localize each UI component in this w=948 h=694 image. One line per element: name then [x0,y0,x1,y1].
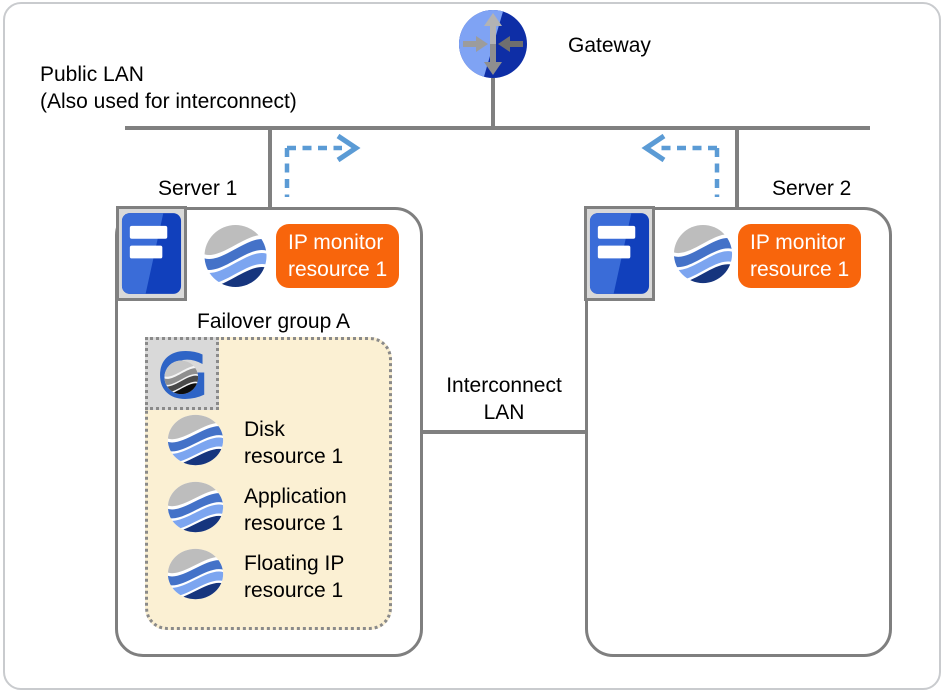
server2-ip-monitor-badge: IP monitor resource 1 [738,224,862,288]
failover-group-title: Failover group A [197,310,350,333]
wave-sphere-resource-icon [167,548,224,605]
server-tower-icon [116,206,187,301]
server2-drop-line [735,130,739,207]
gateway-label: Gateway [568,34,651,57]
resource-label-disk: Disk resource 1 [244,418,344,468]
interconnect-lan-line [423,430,585,434]
wave-sphere-resource-icon [203,224,268,293]
resource-label-application: Application resource 1 [244,485,347,535]
page-border [3,2,941,690]
interconnect-lan-label: Interconnect LAN [446,374,562,424]
gateway-drop-line [491,78,495,128]
wave-sphere-resource-icon [672,224,734,289]
public-lan-line [125,126,870,130]
dashed-arrow-right-icon [270,133,370,206]
resource-label-floating-ip: Floating IP resource 1 [244,552,345,602]
failover-group-g-icon: G [145,337,219,413]
server1-ip-monitor-badge: IP monitor resource 1 [276,224,400,288]
public-lan-label: Public LAN (Also used for interconnect) [40,63,297,113]
server2-name: Server 2 [772,177,852,200]
server1-name: Server 1 [158,177,238,200]
dashed-arrow-left-icon [630,133,730,206]
router-gateway-icon [457,8,529,85]
server1-drop-line [268,130,272,207]
wave-sphere-resource-icon [167,481,224,538]
server-tower-icon [584,206,655,301]
wave-sphere-resource-icon [167,414,224,471]
